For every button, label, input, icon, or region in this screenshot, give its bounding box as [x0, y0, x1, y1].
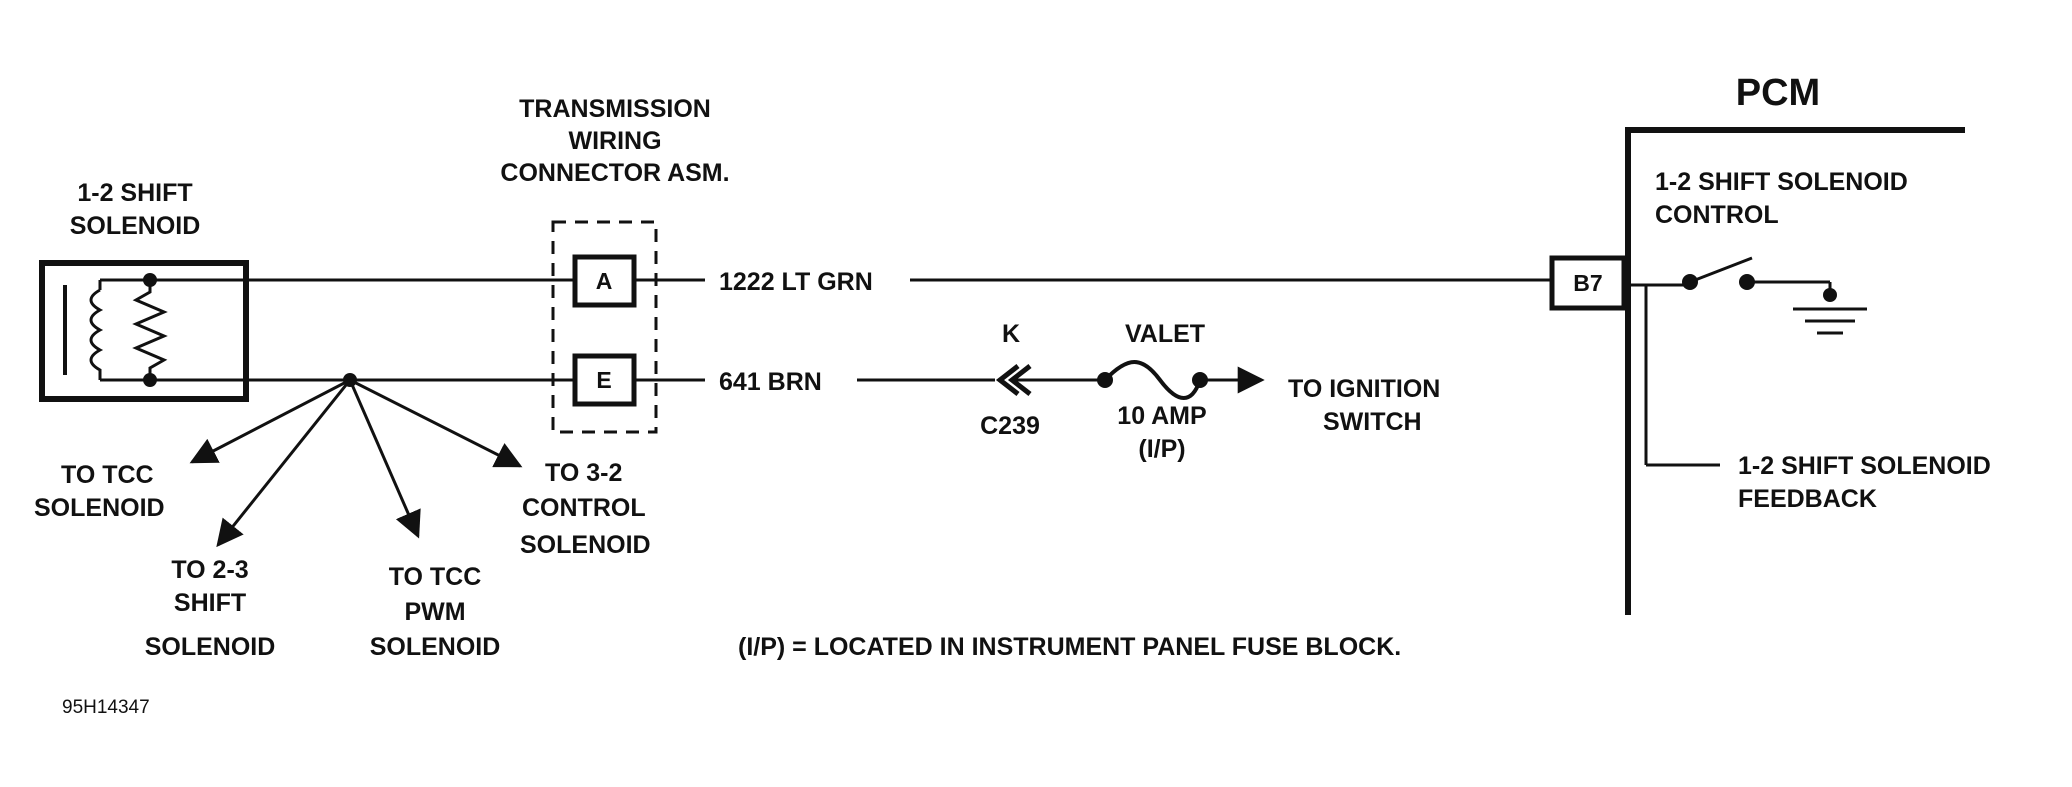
- connector-pin-a: [572, 254, 637, 308]
- inline-connector-letter: K: [1002, 320, 1020, 348]
- pcm-feedback-line: [1644, 285, 1720, 467]
- shift-solenoid-symbol: [39, 260, 249, 402]
- branch-3-2-line2: CONTROL: [522, 494, 646, 522]
- fuse-destination-line1: TO IGNITION: [1288, 375, 1440, 403]
- branch-2-3-line1: TO 2-3: [171, 556, 248, 584]
- pcm-switch-symbol: [1628, 256, 1832, 293]
- wire-bottom-label: 641 BRN: [719, 368, 822, 396]
- inline-connector-symbol: [995, 364, 1032, 396]
- connector-pin-a-label: A: [596, 268, 613, 294]
- inline-connector-name: C239: [980, 412, 1040, 440]
- fuse-name: VALET: [1125, 320, 1205, 348]
- pcm-pin-b7-label: B7: [1573, 270, 1602, 296]
- branch-2-3-line3: SOLENOID: [145, 633, 276, 661]
- connector-title-line1: TRANSMISSION: [519, 95, 711, 123]
- branch-2-3-line2: SHIFT: [174, 589, 246, 617]
- fuse-destination-line2: SWITCH: [1323, 408, 1422, 436]
- connector-title-line3: CONNECTOR ASM.: [500, 159, 729, 187]
- fuse-symbol: [1030, 360, 1265, 400]
- connector-pin-e: [572, 353, 637, 407]
- solenoid-title-line2: SOLENOID: [70, 212, 201, 240]
- solenoid-title-line1: 1-2 SHIFT: [77, 179, 192, 207]
- branch-pwm-line2: PWM: [404, 598, 465, 626]
- connector-housing: [551, 220, 658, 434]
- figure-id: 95H14347: [62, 697, 150, 718]
- branch-tcc-line2: SOLENOID: [34, 494, 165, 522]
- footnote: (I/P) = LOCATED IN INSTRUMENT PANEL FUSE…: [738, 633, 1401, 661]
- branch-3-2-line3: SOLENOID: [520, 531, 651, 559]
- pcm-pin-b7: [1549, 255, 1627, 311]
- pcm-feedback-label-line1: 1-2 SHIFT SOLENOID: [1738, 452, 1991, 480]
- branch-arrows: [189, 378, 523, 548]
- pcm-control-label-line1: 1-2 SHIFT SOLENOID: [1655, 168, 1908, 196]
- pcm-control-label-line2: CONTROL: [1655, 201, 1779, 229]
- pcm-housing: [1625, 127, 1965, 615]
- ground-icon: [1793, 288, 1867, 335]
- branch-tcc-line1: TO TCC: [61, 461, 154, 489]
- fuse-location: (I/P): [1138, 435, 1185, 463]
- pcm-feedback-label-line2: FEEDBACK: [1738, 485, 1877, 513]
- branch-pwm-line3: SOLENOID: [370, 633, 501, 661]
- pcm-title: PCM: [1736, 72, 1820, 114]
- branch-pwm-line1: TO TCC: [389, 563, 482, 591]
- wire-top-label: 1222 LT GRN: [719, 268, 873, 296]
- connector-title-line2: WIRING: [568, 127, 661, 155]
- connector-pin-e-label: E: [596, 367, 611, 393]
- fuse-rating: 10 AMP: [1117, 402, 1206, 430]
- branch-3-2-line1: TO 3-2: [545, 459, 622, 487]
